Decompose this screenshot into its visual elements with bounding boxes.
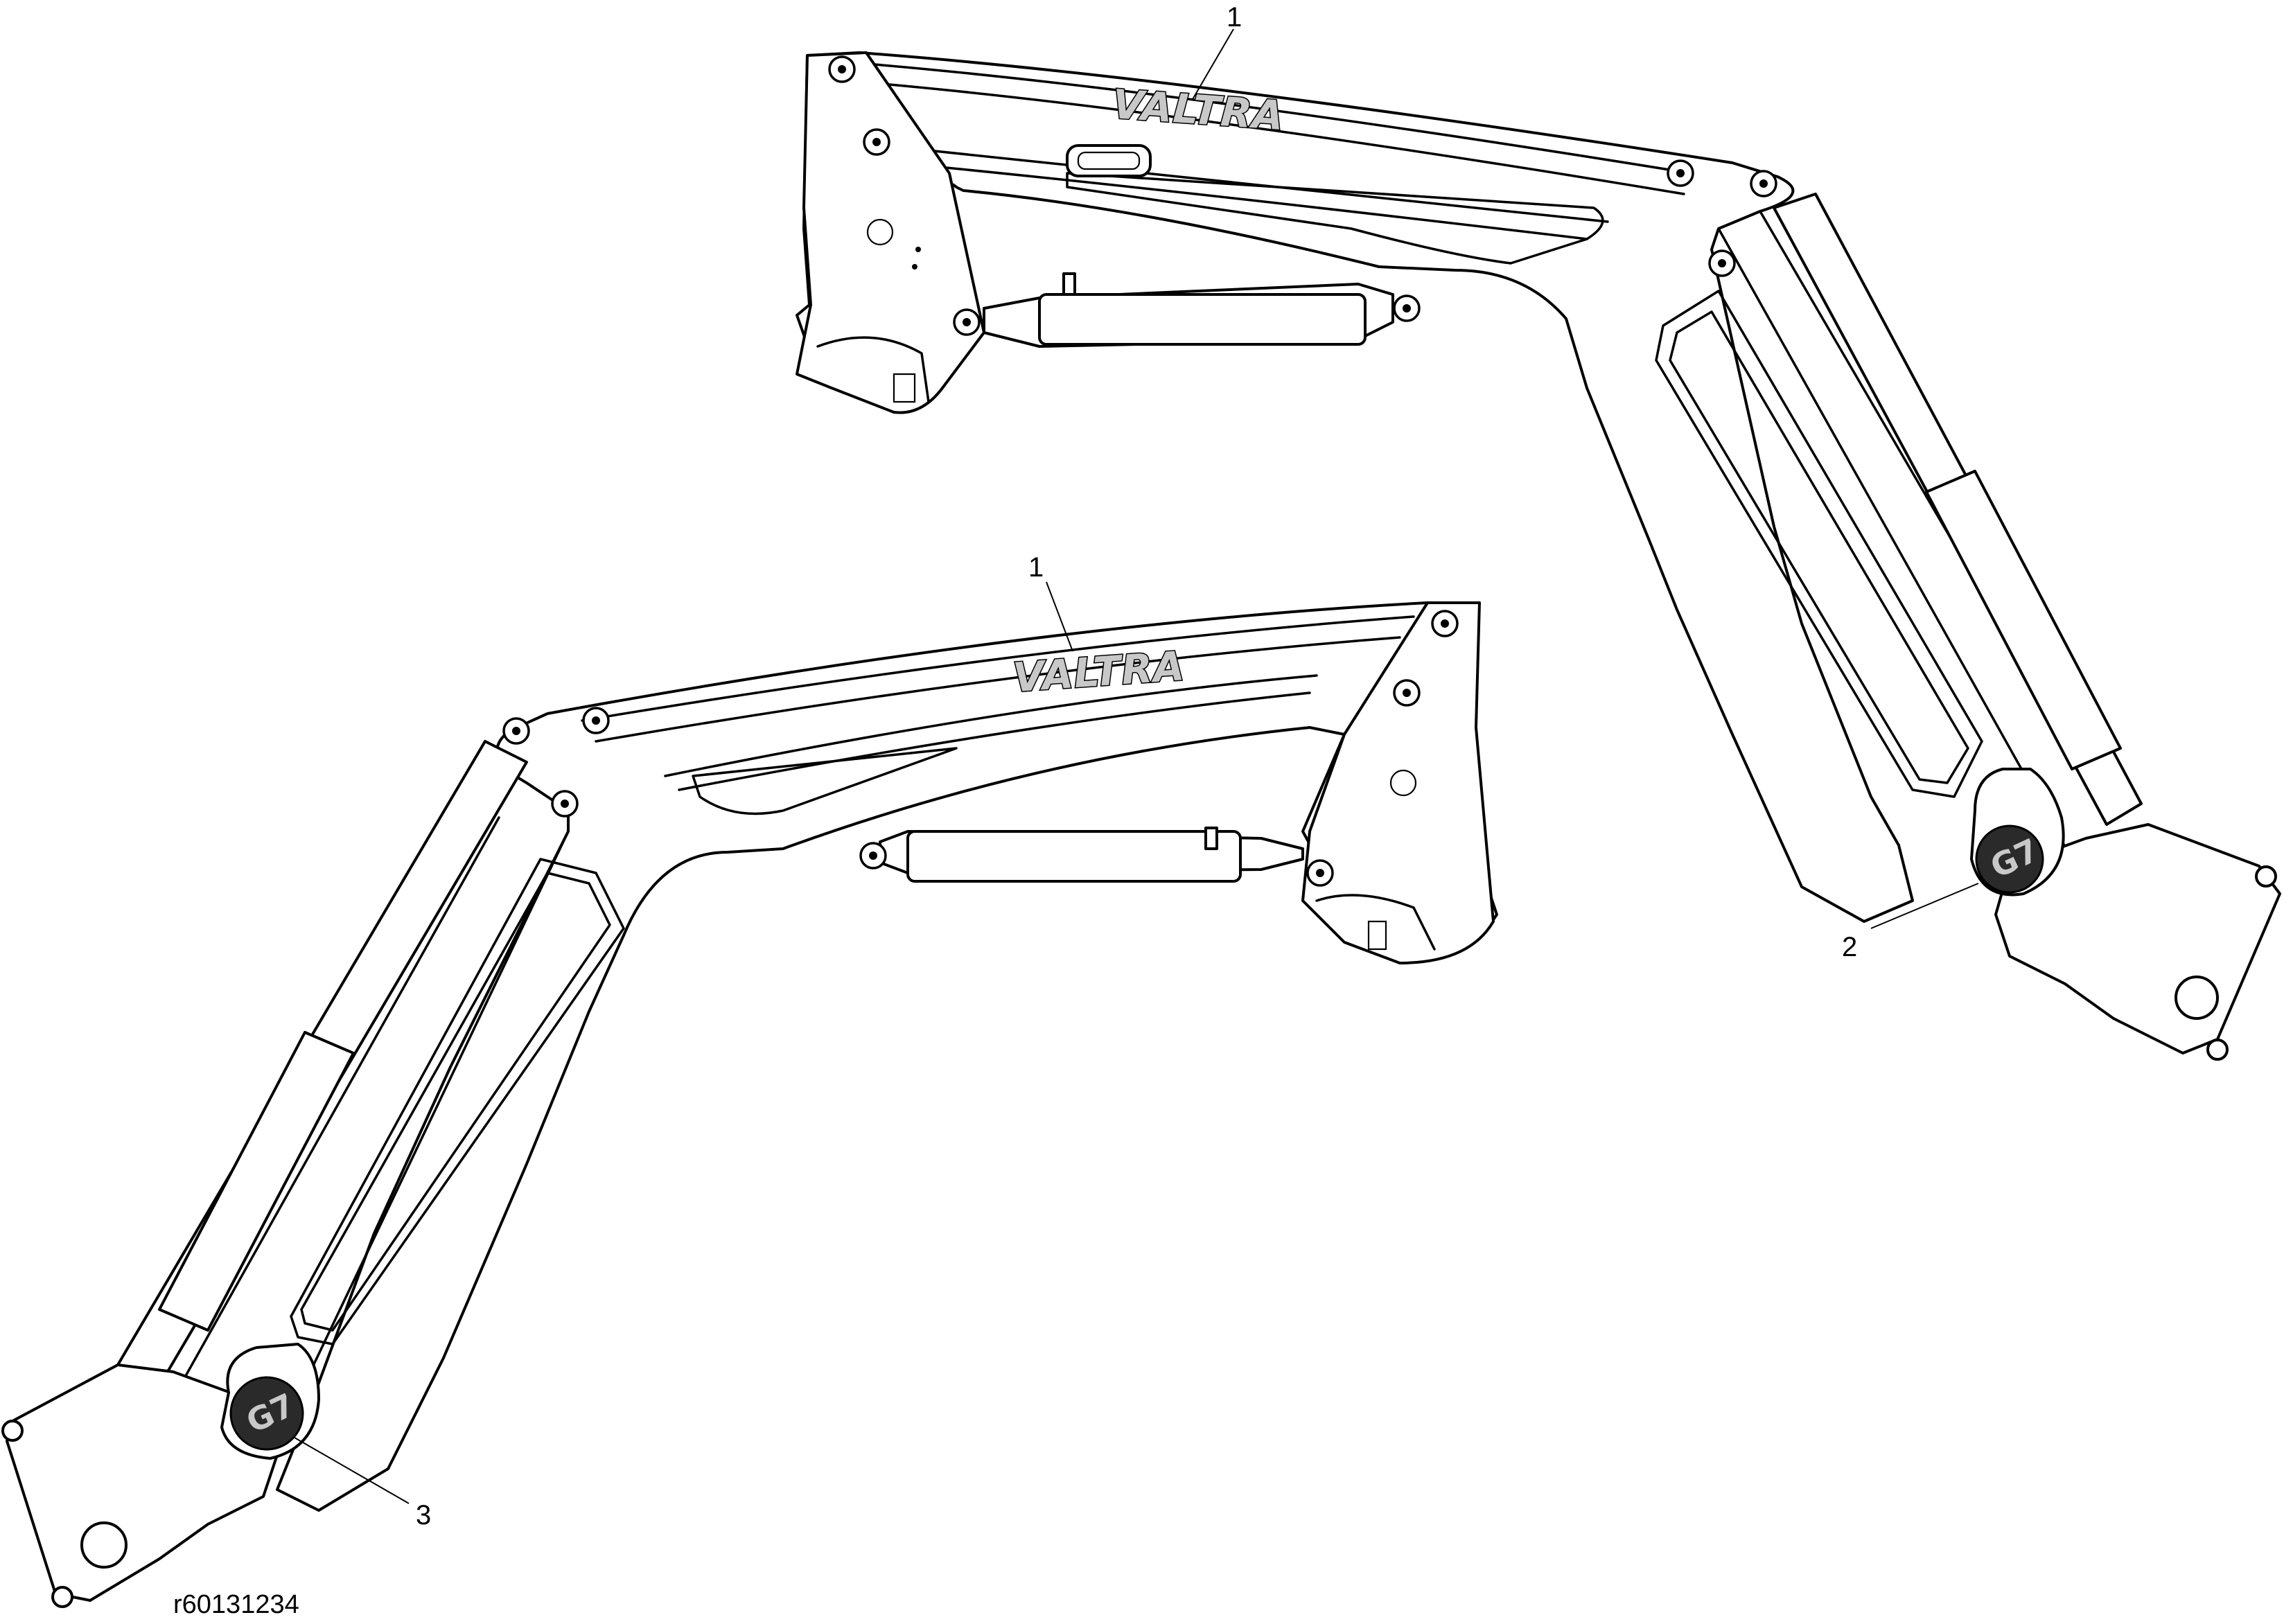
- callout-1-lower: 1: [1028, 552, 1073, 652]
- upper-right-cylinder-barrel: [1925, 470, 2122, 770]
- callout-1-lower-label: 1: [1028, 552, 1044, 583]
- callout-1-upper: 1: [1191, 2, 1242, 101]
- upper-arm-boom: [796, 51, 1914, 923]
- upper-g7-badge: G7: [1970, 768, 2065, 897]
- callout-2-label: 2: [1842, 932, 1857, 962]
- lower-mount-bracket: [1301, 601, 1495, 964]
- callout-2: 2: [1842, 883, 1979, 962]
- drawing-reference-number: r60131234: [173, 1590, 299, 1619]
- lower-loader-arm: G7 VALTRA: [1, 601, 1498, 1608]
- upper-arm-handle: [1066, 144, 1152, 177]
- callout-3: 3: [294, 1437, 431, 1530]
- lower-g7-badge: G7: [220, 1343, 320, 1460]
- upper-loader-arm: G7 VALTRA: [796, 51, 2281, 1061]
- callout-1-upper-label: 1: [1227, 2, 1242, 33]
- lower-arm-boom: [276, 601, 1498, 1512]
- lower-left-cylinder-barrel: [158, 1031, 355, 1332]
- upper-mount-bracket: [796, 51, 985, 414]
- callout-3-label: 3: [416, 1500, 431, 1530]
